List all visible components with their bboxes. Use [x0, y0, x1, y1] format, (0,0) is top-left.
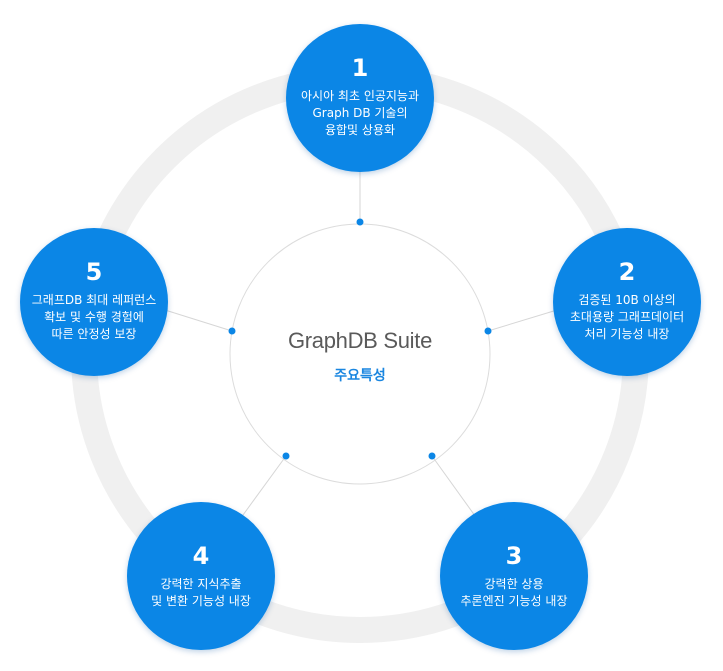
ring-dot-3 [428, 452, 436, 460]
feature-node-2: 2 검증된 10B 이상의 초대용량 그래프데이터 처리 기능성 내장 [553, 228, 701, 376]
graphdb-suite-logo: GraphDB Suite [270, 328, 450, 354]
feature-number: 5 [85, 258, 103, 286]
feature-node-3: 3 강력한 상용 추론엔진 기능성 내장 [440, 502, 588, 650]
feature-number: 2 [618, 258, 636, 286]
center-subtitle: 주요특성 [334, 368, 386, 384]
feature-number: 3 [505, 542, 523, 570]
feature-text: 아시아 최초 인공지능과 Graph DB 기술의 융합및 상용화 [300, 89, 420, 137]
feature-text: 강력한 지식추출 및 변환 기능성 내장 [151, 577, 251, 608]
feature-node-5: 5 그래프DB 최대 레퍼런스 확보 및 수행 경험에 따른 안정성 보장 [20, 228, 168, 376]
feature-text: 강력한 상용 추론엔진 기능성 내장 [460, 577, 568, 608]
ring-dot-4 [282, 452, 290, 460]
logo-text: GraphDB Suite [287, 328, 433, 353]
feature-node-1: 1 아시아 최초 인공지능과 Graph DB 기술의 융합및 상용화 [286, 24, 434, 172]
ring-dot-2 [484, 327, 492, 335]
feature-node-4: 4 강력한 지식추출 및 변환 기능성 내장 [127, 502, 275, 650]
connector-2 [487, 309, 558, 332]
connector-4 [242, 455, 287, 516]
center-hub: GraphDB Suite 주요특성 [270, 264, 450, 444]
feature-number: 4 [192, 542, 210, 570]
connector-3 [431, 455, 479, 521]
connector-5 [164, 309, 233, 332]
feature-number: 1 [351, 54, 369, 82]
feature-text: 그래프DB 최대 레퍼런스 확보 및 수행 경험에 따른 안정성 보장 [31, 293, 157, 341]
feature-text: 검증된 10B 이상의 초대용량 그래프데이터 처리 기능성 내장 [569, 293, 685, 341]
ring-dot-5 [228, 327, 236, 335]
ring-dot-1 [356, 218, 364, 226]
